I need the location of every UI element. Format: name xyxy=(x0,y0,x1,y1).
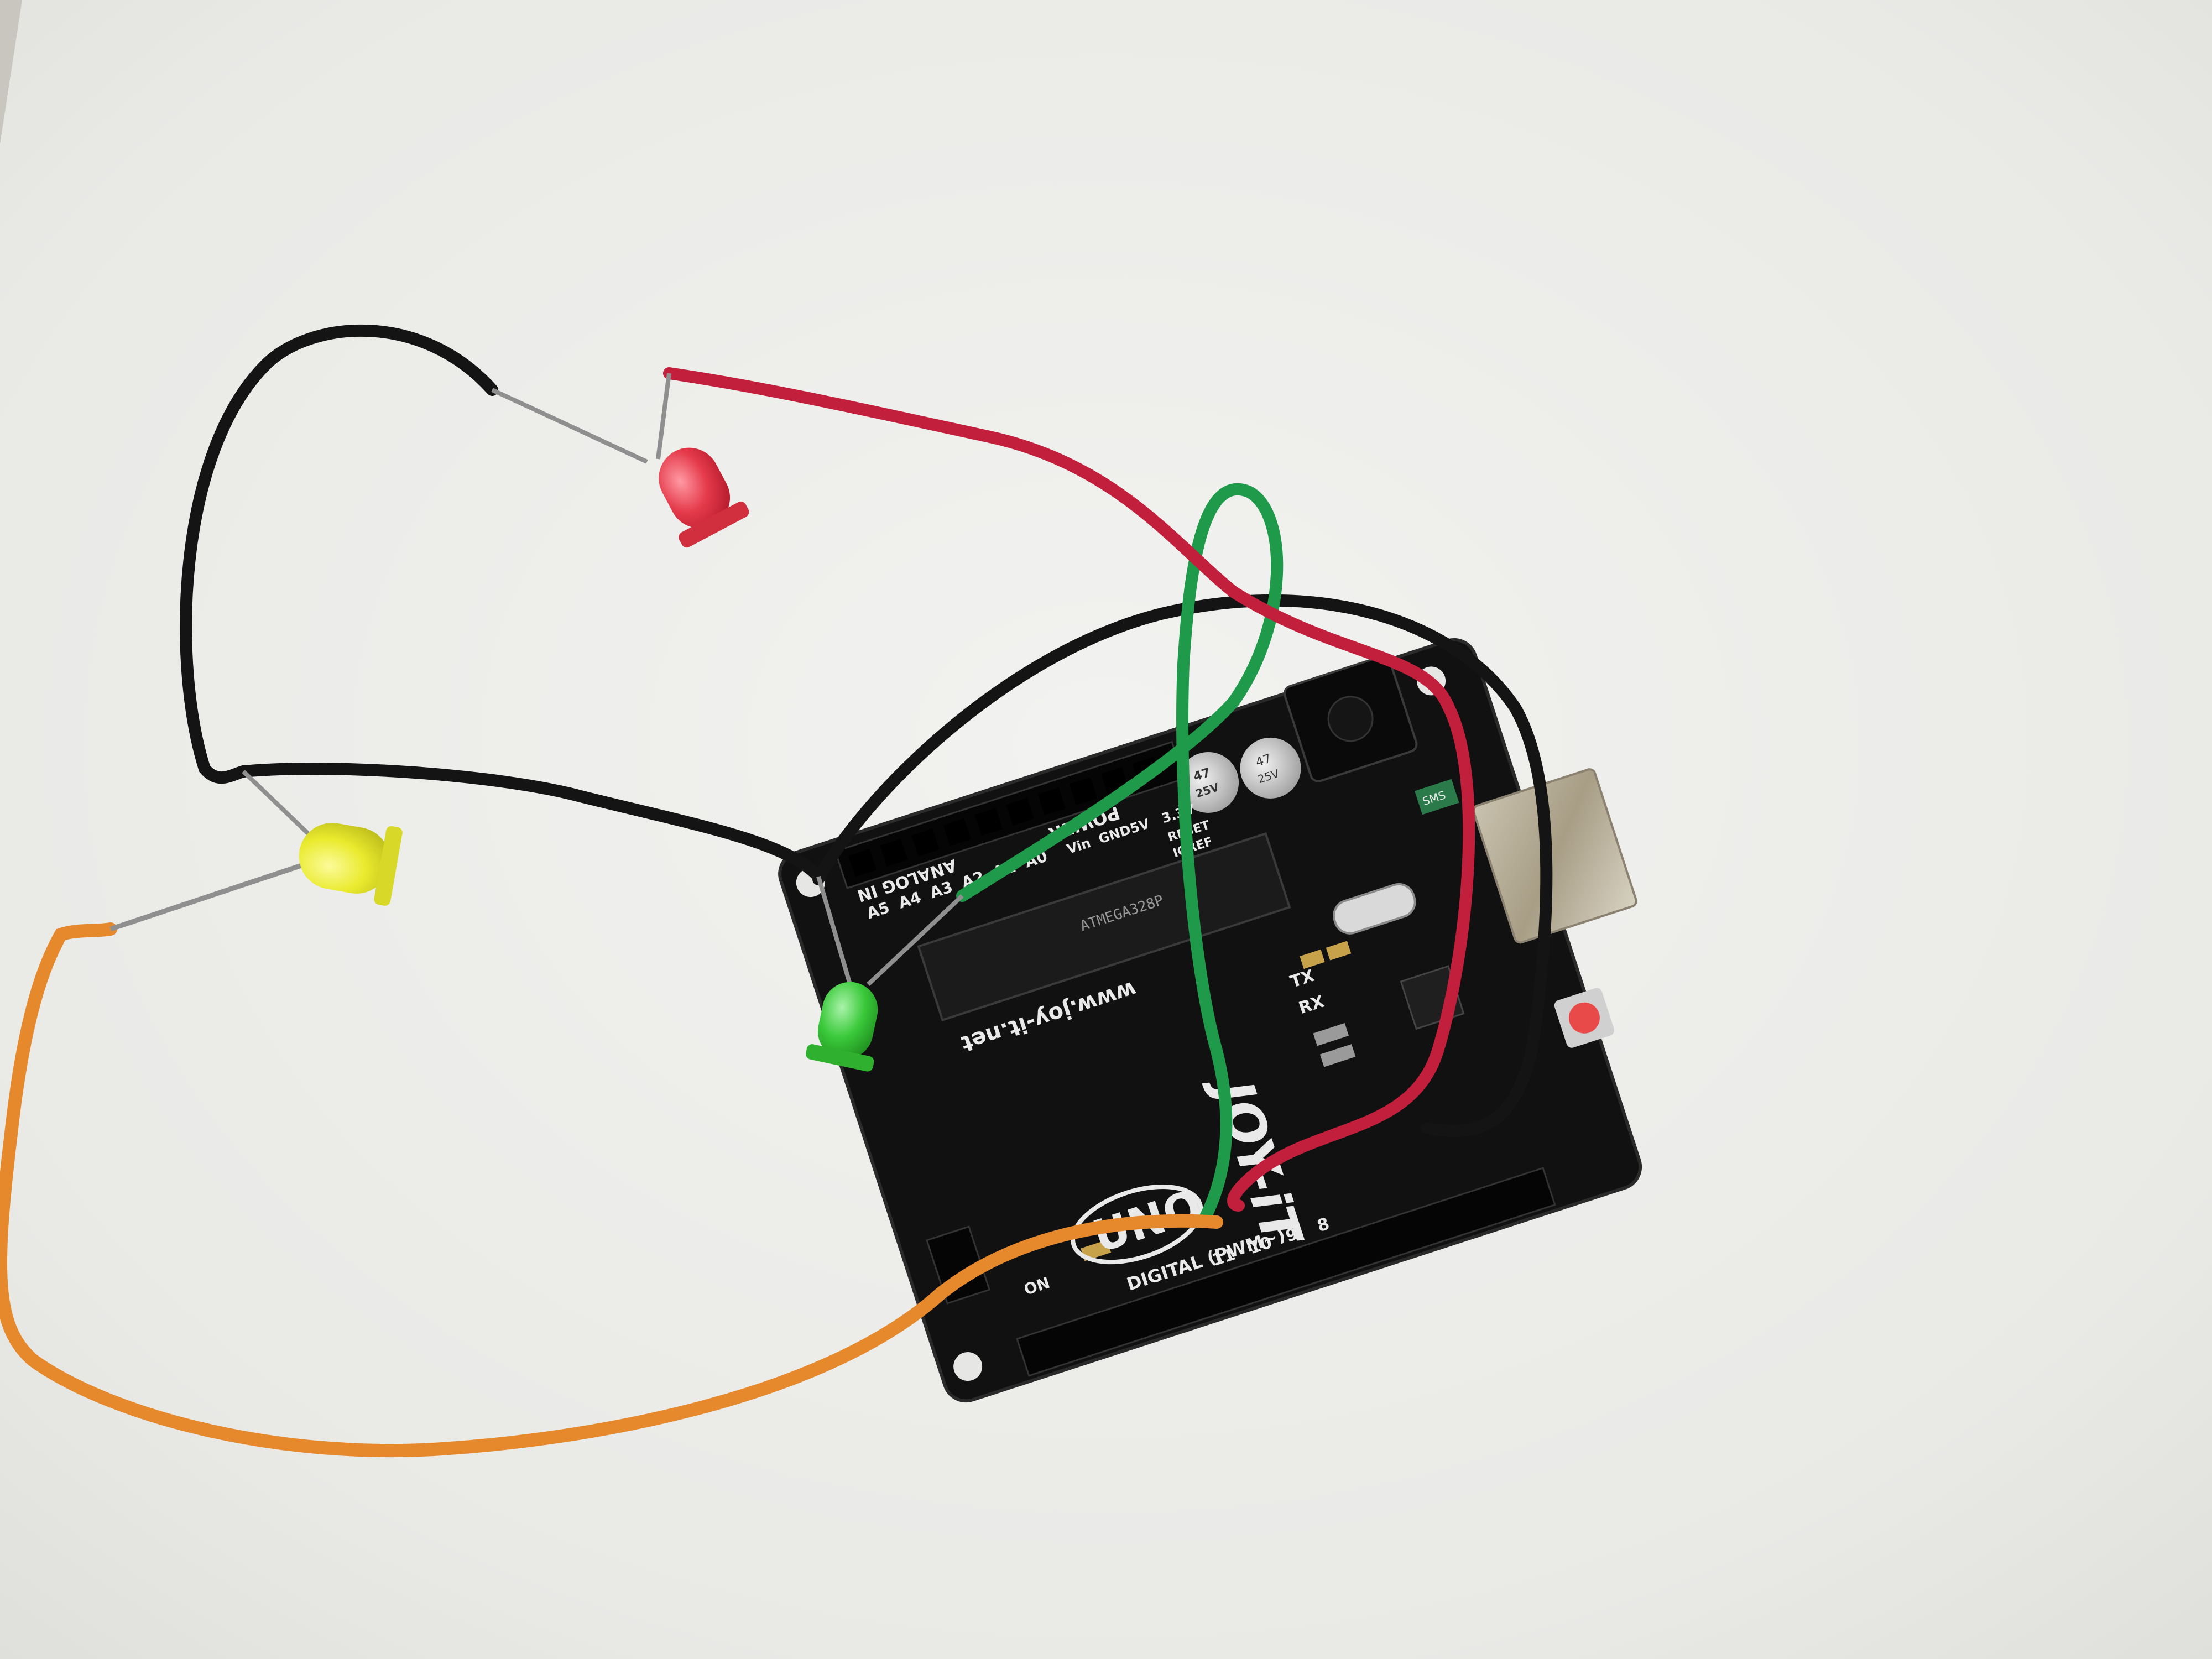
capacitor xyxy=(1240,737,1301,799)
digital-header xyxy=(1016,1167,1556,1377)
fuse xyxy=(1415,779,1459,815)
red-led-leg xyxy=(656,373,671,460)
red-led-leg xyxy=(491,388,648,464)
arduino-board: ATMEGA328P 47 25V 47 25V SMS POWER ANALO… xyxy=(778,638,1642,1403)
crystal xyxy=(1333,883,1416,935)
red-wire xyxy=(663,367,1475,1212)
green-led-leg xyxy=(816,875,854,991)
black-wire-ground xyxy=(237,763,825,883)
black-wire-loop xyxy=(180,324,498,784)
yellow-led-leg xyxy=(242,770,311,837)
red-led xyxy=(659,447,749,548)
orange-wire xyxy=(0,922,1223,1458)
yellow-led xyxy=(299,823,403,906)
mounting-hole xyxy=(953,1352,983,1381)
atmega-chip xyxy=(917,832,1291,1022)
capacitor xyxy=(1178,752,1239,813)
black-wire-long xyxy=(812,594,1553,1137)
uno-logo-ring xyxy=(1071,1184,1203,1265)
green-wire xyxy=(956,483,1284,1223)
usb-connector xyxy=(1472,768,1637,944)
green-led-leg xyxy=(867,894,964,986)
green-led xyxy=(806,982,878,1072)
yellow-led-leg xyxy=(109,860,311,932)
